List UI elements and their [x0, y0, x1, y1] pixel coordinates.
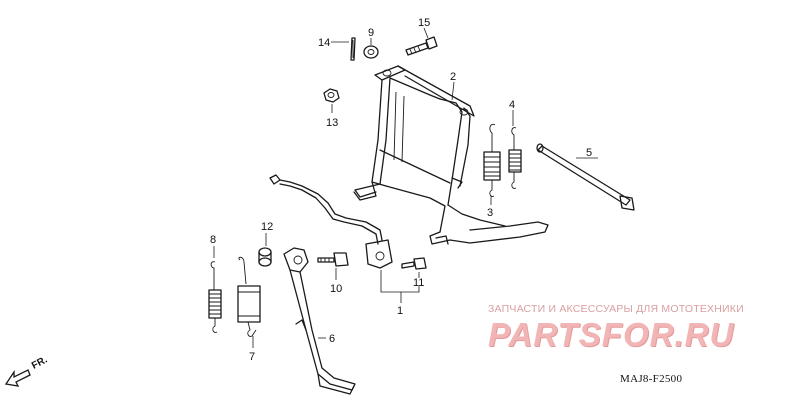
- part-label-15: 15: [418, 17, 430, 29]
- part-7-spring: [237, 256, 261, 337]
- part-14-pin: [350, 37, 356, 61]
- part-label-7: 7: [249, 351, 255, 363]
- part-15-bolt: [405, 36, 438, 56]
- watermark-logo: PARTSFOR.RU: [488, 316, 735, 353]
- part-label-9: 9: [368, 27, 374, 39]
- part-label-14: 14: [318, 37, 330, 49]
- part-label-3: 3: [487, 207, 493, 219]
- part-label-4: 4: [509, 99, 515, 111]
- part-3-spring: [483, 123, 501, 197]
- part-label-6: 6: [329, 333, 335, 345]
- diagram-code: MAJ8-F2500: [620, 373, 683, 385]
- part-1-switch: [269, 174, 393, 269]
- part-12-collar: [258, 247, 272, 267]
- part-label-10: 10: [330, 283, 342, 295]
- watermark-tagline: ЗАПЧАСТИ И АКСЕССУАРЫ ДЛЯ МОТОТЕХНИКИ: [488, 303, 744, 315]
- part-9-washer: [363, 45, 379, 59]
- part-6-side-stand: [283, 247, 356, 395]
- part-8-spring: [208, 261, 222, 333]
- part-11-bolt: [401, 257, 427, 270]
- part-label-11: 11: [413, 277, 424, 289]
- part-10-bolt: [317, 252, 349, 267]
- part-label-1: 1: [397, 305, 403, 317]
- part-label-5: 5: [586, 147, 592, 159]
- part-label-13: 13: [326, 117, 338, 129]
- part-2-main-stand: [353, 65, 549, 245]
- part-label-12: 12: [261, 221, 273, 233]
- part-13-nut: [323, 88, 340, 103]
- part-label-8: 8: [210, 234, 216, 246]
- front-arrow-icon: [4, 369, 31, 387]
- part-label-2: 2: [450, 71, 456, 83]
- part-5-shaft: [536, 143, 635, 211]
- part-4-spring: [508, 127, 522, 189]
